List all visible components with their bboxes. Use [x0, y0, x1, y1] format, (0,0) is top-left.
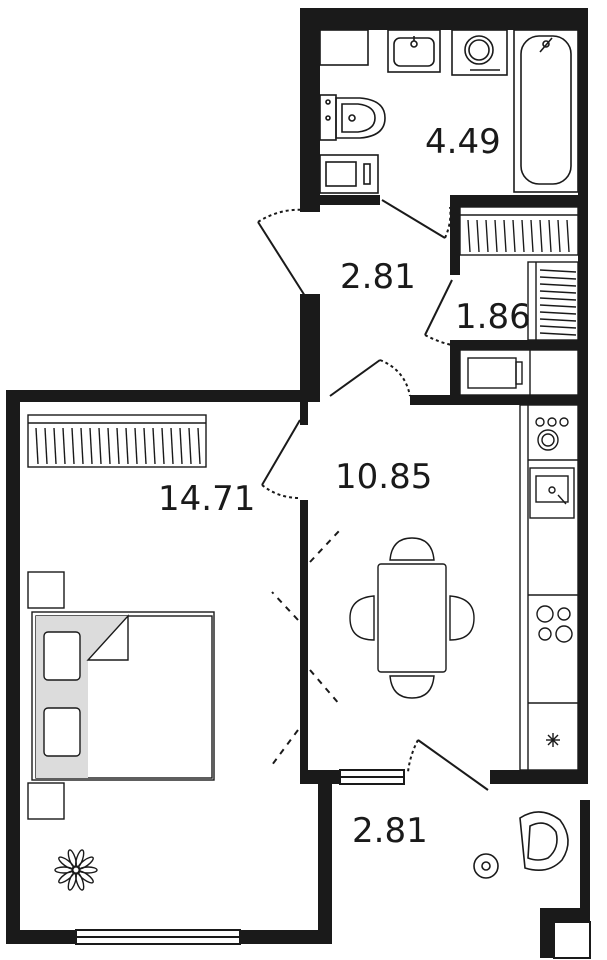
- leaf: [54, 866, 74, 874]
- shelf-line: [539, 297, 577, 301]
- bed-icon: [27, 571, 215, 820]
- bathtub-icon: [513, 29, 579, 193]
- dining-table-icon: [349, 537, 475, 699]
- doors: [257, 199, 489, 791]
- shelf-line: [539, 325, 577, 329]
- plant-center: [71, 865, 81, 875]
- armchair-icon: [519, 811, 569, 871]
- leaf: [67, 872, 77, 891]
- shelf-line: [557, 219, 561, 253]
- area-label-bedroom: 14.71: [158, 479, 255, 519]
- shelf-line: [521, 219, 525, 253]
- shelf-line: [125, 427, 129, 465]
- shelf-line: [98, 427, 102, 465]
- shelf-line: [539, 311, 577, 315]
- leaf: [58, 870, 75, 884]
- shelf-line: [116, 427, 120, 465]
- shelf-line: [539, 276, 577, 280]
- bathroom-fixtures: [319, 29, 579, 194]
- leaf: [67, 849, 77, 868]
- shelf-line: [71, 427, 75, 465]
- cooktop-icon: [536, 605, 573, 643]
- washing-machine-icon: [451, 29, 508, 76]
- shelf-line: [53, 427, 57, 465]
- shelf-line: [62, 427, 66, 465]
- shelf-line: [539, 318, 577, 322]
- leaf: [77, 870, 94, 884]
- shelf-line: [503, 219, 507, 253]
- shelf-line: [485, 219, 489, 253]
- shelf-line: [80, 427, 84, 465]
- shelf-line: [188, 427, 192, 465]
- shelf-line: [530, 219, 534, 253]
- shelf-line: [539, 283, 577, 287]
- plant-icon: [54, 849, 98, 891]
- shelf-line: [512, 219, 516, 253]
- shelf-line: [539, 332, 577, 336]
- shelf-line: [539, 304, 577, 308]
- shelf-line: [152, 427, 156, 465]
- area-label-hallway: 2.81: [340, 257, 416, 297]
- storage-fixtures: [459, 206, 579, 396]
- shelf-line: [539, 219, 543, 253]
- area-label-storage: 1.86: [455, 297, 531, 337]
- shelf-line: [44, 427, 48, 465]
- kitchen-sink-icon: [529, 467, 575, 519]
- shelf-line: [539, 269, 577, 273]
- shelf-line: [476, 219, 480, 253]
- bedroom-fixtures: [27, 414, 215, 891]
- fridge-icon: [546, 733, 560, 747]
- shelf-line: [548, 219, 552, 253]
- burner-icon: [535, 417, 569, 451]
- leaf: [58, 856, 75, 870]
- walls: [6, 8, 590, 958]
- area-label-kitchen: 10.85: [335, 457, 432, 497]
- leaf: [78, 866, 98, 874]
- shelf-line: [467, 219, 471, 253]
- shelf-line: [134, 427, 138, 465]
- shelf-line: [539, 290, 577, 294]
- windows: [75, 769, 591, 959]
- shelf-line: [143, 427, 147, 465]
- room-labels: 4.49 2.81 1.86 14.71 10.85 2.81: [158, 122, 531, 851]
- shelf-line: [89, 427, 93, 465]
- toilet-icon: [319, 94, 386, 141]
- shelf-line: [107, 427, 111, 465]
- kitchen-fixtures: [349, 404, 579, 771]
- leaf: [75, 872, 85, 891]
- shelf-line: [35, 427, 39, 465]
- shelf-line: [161, 427, 165, 465]
- boiler-icon: [319, 154, 379, 194]
- shelf-line: [566, 219, 570, 253]
- sink-icon: [387, 29, 441, 73]
- shelf-line: [179, 427, 183, 465]
- side-table-icon: [473, 853, 499, 879]
- leaf: [75, 849, 85, 868]
- shelf-line: [170, 427, 174, 465]
- area-label-balcony: 2.81: [352, 811, 428, 851]
- leaf: [77, 856, 94, 870]
- shelf-line: [494, 219, 498, 253]
- area-label-bathroom: 4.49: [425, 122, 501, 162]
- balcony-fixtures: [473, 811, 569, 879]
- shelf-line: [197, 427, 201, 465]
